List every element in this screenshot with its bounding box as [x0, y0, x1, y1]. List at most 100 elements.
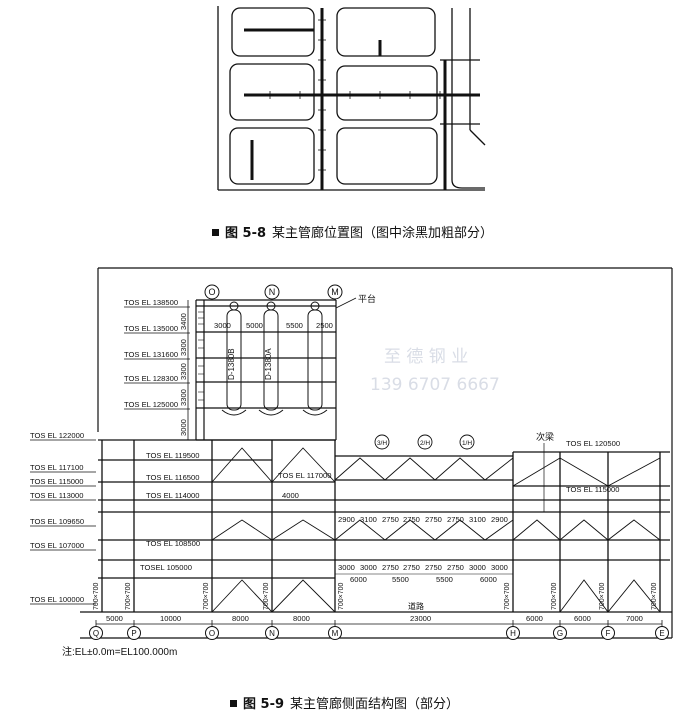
tos-label: TOS EL 117100 — [30, 463, 83, 472]
tos-label: TOS EL 120500 — [566, 439, 620, 448]
truss-bracing — [211, 447, 661, 613]
column-size: 700×700 — [651, 582, 658, 610]
column-size: 700×700 — [551, 582, 558, 610]
tower-dim: 3000 — [214, 321, 231, 330]
axis-bubble: F — [606, 629, 611, 638]
span-dim: 5500 — [392, 575, 409, 584]
column-size: 700×700 — [599, 582, 606, 610]
column-size: 700×700 — [263, 582, 270, 610]
tos-marks-tower — [124, 300, 190, 440]
tos-label: TOS EL 107000 — [30, 541, 84, 550]
tower-vdim: 3300 — [179, 363, 188, 380]
caption-marker — [212, 229, 219, 236]
bottom-dim: 23000 — [410, 614, 431, 623]
caption-fig-5-9: 图 5-9 某主管廊侧面结构图（部分） — [230, 693, 459, 712]
column-size: 700×700 — [203, 582, 210, 610]
axis-bubble-top: N — [269, 287, 276, 297]
caption-fig-5-8: 图 5-8 某主管廊位置图（图中涂黑加粗部分） — [212, 222, 493, 241]
watermark-phone: 139 6707 6667 — [370, 375, 500, 395]
tos-label: TOS EL 125000 — [124, 400, 178, 409]
tos-label: TOS EL 114000 — [146, 491, 199, 500]
bottom-dim: 8000 — [293, 614, 310, 623]
drawing-frame — [80, 267, 673, 639]
caption-number: 图 5-9 — [243, 697, 285, 712]
span-dim: 6000 — [480, 575, 497, 584]
tos-label: TOS EL 122000 — [30, 431, 84, 440]
tower-vdim: 3400 — [179, 313, 188, 330]
caption-title: 某主管廊侧面结构图（部分） — [290, 697, 460, 712]
pipe-rack-highlight — [244, 8, 480, 190]
vessel-tag: D-1380A — [264, 348, 273, 380]
lower-dim: 3000 — [338, 563, 355, 572]
axis-bubble: G — [557, 629, 563, 638]
bottom-dim: 6000 — [526, 614, 543, 623]
tos-label: TOS EL 115000 — [566, 485, 619, 494]
column-size: 700×700 — [338, 582, 345, 610]
caption-title: 某主管廊位置图（图中涂黑加粗部分） — [272, 226, 494, 241]
upper-dim: 3100 — [360, 515, 377, 524]
caption-number: 图 5-8 — [225, 226, 267, 241]
axis-bubble: E — [659, 629, 664, 638]
span-dim: 6000 — [350, 575, 367, 584]
upper-dim: 2750 — [425, 515, 442, 524]
lower-dim: 2750 — [447, 563, 464, 572]
span-dim: 5500 — [436, 575, 453, 584]
bottom-axes — [89, 626, 669, 640]
axis-bubble: H — [510, 629, 516, 638]
caption-marker — [230, 700, 237, 707]
tos-label: TOS EL 135000 — [124, 324, 178, 333]
truss-axis: 1/H — [462, 440, 472, 447]
top-axes — [204, 284, 343, 300]
column-size: 700×700 — [93, 582, 100, 610]
axis-bubble-top: M — [331, 287, 339, 297]
truss-axes — [374, 434, 475, 450]
tower-dim: 2500 — [316, 321, 333, 330]
lower-dim: 3000 — [469, 563, 486, 572]
lower-dim: 2750 — [425, 563, 442, 572]
secondary-beam-label: 次梁 — [536, 431, 554, 442]
bottom-dim: 8000 — [232, 614, 249, 623]
tos-label: TOS EL 113000 — [30, 491, 83, 500]
tos-label: TOS EL 116500 — [146, 473, 199, 482]
lower-dim: 3000 — [491, 563, 508, 572]
column-size: 700×700 — [125, 582, 132, 610]
vessel-tag: D-1380B — [227, 348, 236, 380]
truss-axis: 2/H — [420, 440, 430, 447]
tos-label: TOS EL 100000 — [30, 595, 84, 604]
tos-label: TOS EL 115000 — [30, 477, 83, 486]
pipe-rack-ticks — [269, 19, 441, 171]
axis-bubble: O — [209, 629, 215, 638]
upper-dim: 3100 — [469, 515, 486, 524]
column-size: 700×700 — [504, 582, 511, 610]
bottom-dim: 10000 — [160, 614, 181, 623]
upper-dim: 2750 — [403, 515, 420, 524]
tos-marks-left — [30, 439, 96, 605]
tower-vdim: 3300 — [179, 339, 188, 356]
road-label: 道路 — [408, 601, 424, 611]
axis-bubble: P — [131, 629, 136, 638]
bottom-dim: 5000 — [106, 614, 123, 623]
watermark-name: 至 德 钢 业 — [384, 347, 468, 367]
axis-bubble: N — [269, 629, 275, 638]
dim-4000: 4000 — [282, 491, 299, 500]
lower-dim: 3000 — [360, 563, 377, 572]
platform-label: 平台 — [358, 293, 376, 304]
upper-dim: 2900 — [491, 515, 508, 524]
tos-label: TOS EL 138500 — [124, 298, 178, 307]
tower-dim: 5500 — [286, 321, 303, 330]
tower-stair — [198, 311, 204, 401]
tos-label: TOS EL 117000 — [278, 471, 331, 480]
bottom-dim: 6000 — [574, 614, 591, 623]
lower-dim: 2750 — [403, 563, 420, 572]
axis-bubble: Q — [93, 629, 99, 638]
main-rack-frame — [80, 439, 672, 613]
bottom-dim: 7000 — [626, 614, 643, 623]
upper-dim: 2750 — [382, 515, 399, 524]
tos-label: TOS EL 119500 — [146, 451, 199, 460]
tos-label: TOS EL 128300 — [124, 374, 178, 383]
tos-label: TOSEL 105000 — [140, 563, 192, 572]
upper-dim: 2750 — [447, 515, 464, 524]
tos-label: TOS EL 131600 — [124, 350, 178, 359]
tos-label: TOS EL 109650 — [30, 517, 84, 526]
lower-dim: 2750 — [382, 563, 399, 572]
